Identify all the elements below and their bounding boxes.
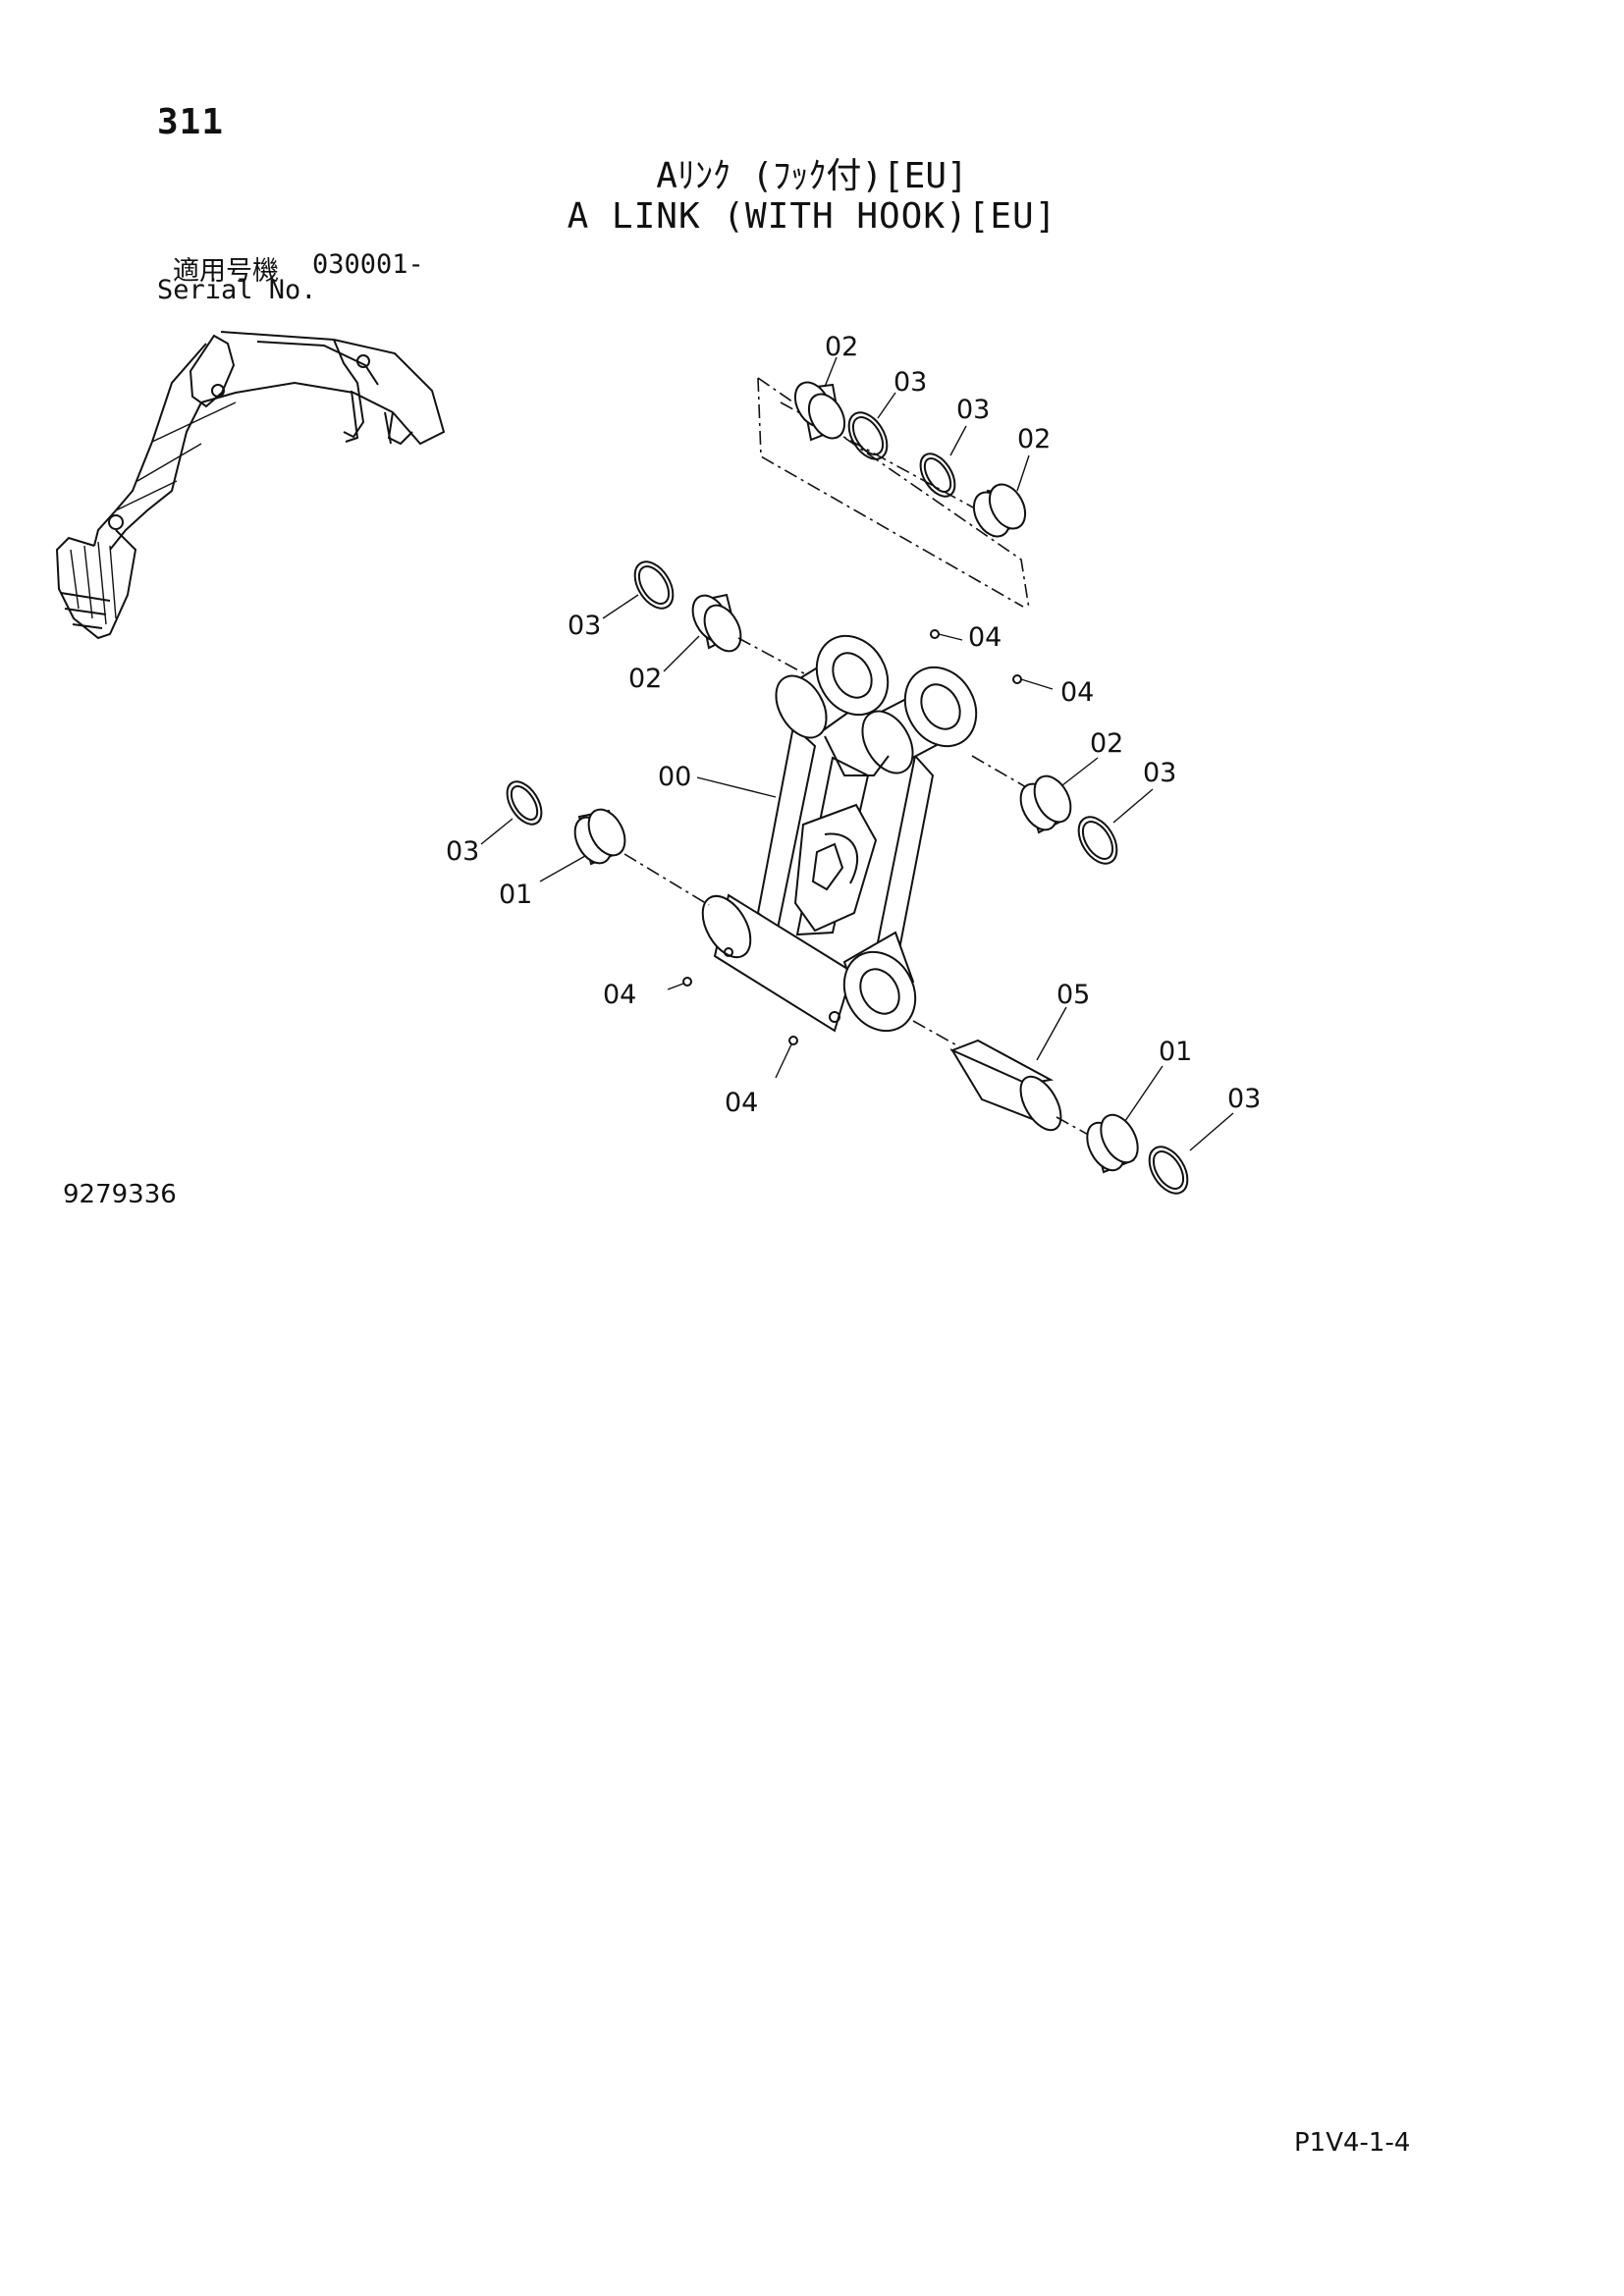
a-link-body (701, 634, 978, 1033)
callout-ring-03: 03 (568, 611, 601, 641)
bushing-right-lower (1086, 1113, 1139, 1174)
callout-bushing-02: 02 (628, 664, 662, 694)
page-number: 311 (157, 102, 225, 142)
title-japanese: Aﾘﾝｸ (ﾌｯｸ付)[EU] (656, 156, 968, 196)
grease-fitting-4 (788, 1036, 798, 1045)
leader-lines (480, 356, 1234, 1151)
callout-ring-03: 03 (893, 367, 927, 398)
callout-ring-03: 03 (1227, 1084, 1261, 1114)
bushing-left-upper (691, 593, 742, 653)
callout-bushing-02: 02 (1090, 728, 1123, 759)
callout-bushing-02: 02 (825, 332, 858, 362)
grease-fitting-3 (682, 977, 692, 987)
ring-left-lower (506, 780, 543, 826)
callout-a-link-00: 00 (658, 762, 691, 792)
pin (949, 1039, 1062, 1132)
ring-left-upper (633, 561, 675, 610)
title-english: A LINK (WITH HOOK)[EU] (567, 196, 1057, 237)
ring-right-lower (1148, 1146, 1189, 1195)
ring-right-middle (1077, 816, 1118, 865)
drawing-number: 9279336 (63, 1180, 177, 1209)
callout-ring-03: 03 (446, 836, 479, 867)
bushing-top-left (793, 381, 846, 442)
callout-grease-fitting-04: 04 (1060, 677, 1094, 708)
callout-grease-fitting-04: 04 (603, 980, 636, 1010)
callout-grease-fitting-04: 04 (968, 622, 1001, 653)
callout-ring-03: 03 (956, 395, 990, 425)
callout-bushing-02: 02 (1017, 424, 1051, 454)
bushing-top-right (972, 483, 1027, 538)
excavator-arm-thumbnail (55, 331, 446, 640)
upper-bushing-group (757, 377, 1030, 610)
callout-pin-05: 05 (1056, 980, 1090, 1010)
grease-fitting-2 (1012, 674, 1022, 684)
serial-number-value: 030001- (312, 249, 424, 280)
ring-top-left (847, 411, 889, 460)
bushing-right-middle (1019, 774, 1072, 834)
ring-top-right (919, 453, 956, 498)
bushing-left-lower (573, 808, 626, 866)
serial-label-english: Serial No. (157, 275, 317, 305)
callout-grease-fitting-04: 04 (725, 1088, 758, 1118)
grease-fitting-1 (930, 629, 940, 639)
callout-bushing-01: 01 (499, 880, 532, 910)
footer-code: P1V4-1-4 (1294, 2128, 1411, 2158)
callout-bushing-01: 01 (1159, 1037, 1192, 1067)
serial-label-japanese: 適用号機 (173, 256, 279, 287)
callout-ring-03: 03 (1143, 758, 1176, 788)
